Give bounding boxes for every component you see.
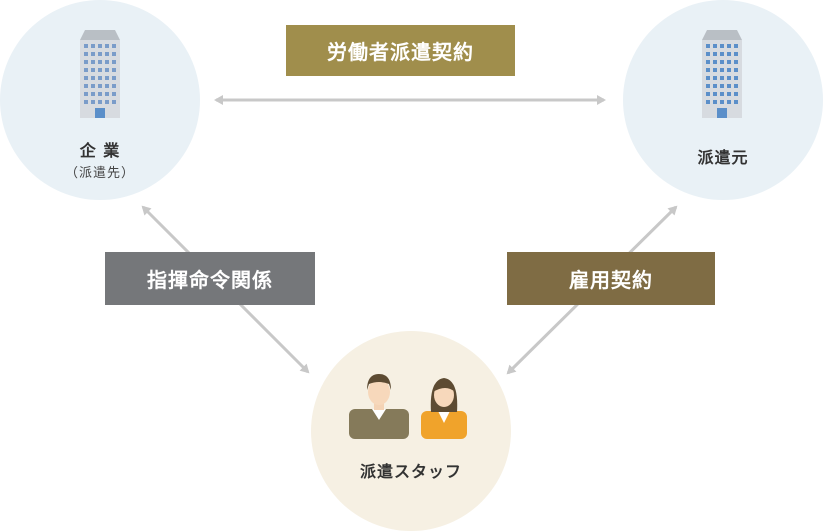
building-window	[98, 92, 102, 96]
building-window	[98, 52, 102, 56]
building-window	[84, 44, 88, 48]
building-window	[734, 52, 738, 56]
building-window	[720, 52, 724, 56]
building-window	[720, 76, 724, 80]
building-window	[727, 92, 731, 96]
company-label: 企 業	[79, 141, 121, 160]
building-window	[112, 52, 116, 56]
building-window	[105, 92, 109, 96]
building-window	[720, 60, 724, 64]
building-window	[112, 84, 116, 88]
building-window	[98, 100, 102, 104]
building-window	[713, 44, 717, 48]
building-window	[98, 76, 102, 80]
building-window	[84, 100, 88, 104]
building-window	[727, 84, 731, 88]
building-window	[706, 52, 710, 56]
building-window	[720, 84, 724, 88]
building-window	[105, 44, 109, 48]
building-window	[727, 60, 731, 64]
building-window	[734, 76, 738, 80]
building-window	[734, 100, 738, 104]
building-window	[706, 44, 710, 48]
building-window	[727, 52, 731, 56]
building-window	[84, 76, 88, 80]
building-window	[91, 60, 95, 64]
building-window	[112, 44, 116, 48]
employment-contract-tag: 雇用契約	[507, 252, 715, 305]
staff-node	[311, 331, 511, 531]
building-window	[734, 60, 738, 64]
building-window	[713, 84, 717, 88]
building-window	[91, 100, 95, 104]
building-window	[84, 68, 88, 72]
building-window	[98, 84, 102, 88]
building-window	[112, 100, 116, 104]
building-window	[706, 92, 710, 96]
building-window	[713, 92, 717, 96]
building-window	[706, 76, 710, 80]
building-window	[105, 84, 109, 88]
building-window	[706, 60, 710, 64]
building-window	[713, 100, 717, 104]
building-window	[91, 84, 95, 88]
building-window	[105, 100, 109, 104]
building-window	[706, 68, 710, 72]
building-window	[105, 68, 109, 72]
building-window	[91, 52, 95, 56]
building-window	[706, 84, 710, 88]
female-staff-icon	[421, 378, 467, 439]
command-relationship-tag: 指揮命令関係	[105, 252, 315, 305]
building-window	[91, 92, 95, 96]
building-window	[713, 52, 717, 56]
building-window	[720, 92, 724, 96]
building-window	[98, 68, 102, 72]
building-window	[734, 68, 738, 72]
building-window	[720, 100, 724, 104]
building-window	[112, 60, 116, 64]
building-window	[713, 76, 717, 80]
building-window	[112, 68, 116, 72]
building-window	[91, 76, 95, 80]
building-window	[727, 100, 731, 104]
male-staff-icon	[349, 374, 409, 439]
building-window	[734, 84, 738, 88]
building-window	[727, 44, 731, 48]
company-sublabel: （派遣先）	[64, 166, 135, 181]
building-window	[84, 52, 88, 56]
building-window	[84, 60, 88, 64]
building-window	[98, 60, 102, 64]
building-window	[720, 68, 724, 72]
building-window	[98, 44, 102, 48]
building-window	[84, 92, 88, 96]
building-window	[734, 92, 738, 96]
building-window	[727, 68, 731, 72]
building-window	[84, 84, 88, 88]
building-window	[105, 52, 109, 56]
building-window	[720, 44, 724, 48]
worker-dispatch-contract-tag: 労働者派遣契約	[286, 25, 515, 76]
building-window	[105, 76, 109, 80]
building-window	[706, 100, 710, 104]
building-window	[112, 92, 116, 96]
building-window	[713, 68, 717, 72]
building-window	[713, 60, 717, 64]
building-window	[91, 68, 95, 72]
building-window	[734, 44, 738, 48]
building-window	[727, 76, 731, 80]
agency-label: 派遣元	[697, 148, 749, 167]
building-window	[91, 44, 95, 48]
staff-label: 派遣スタッフ	[359, 462, 462, 481]
building-window	[105, 60, 109, 64]
building-window	[112, 76, 116, 80]
